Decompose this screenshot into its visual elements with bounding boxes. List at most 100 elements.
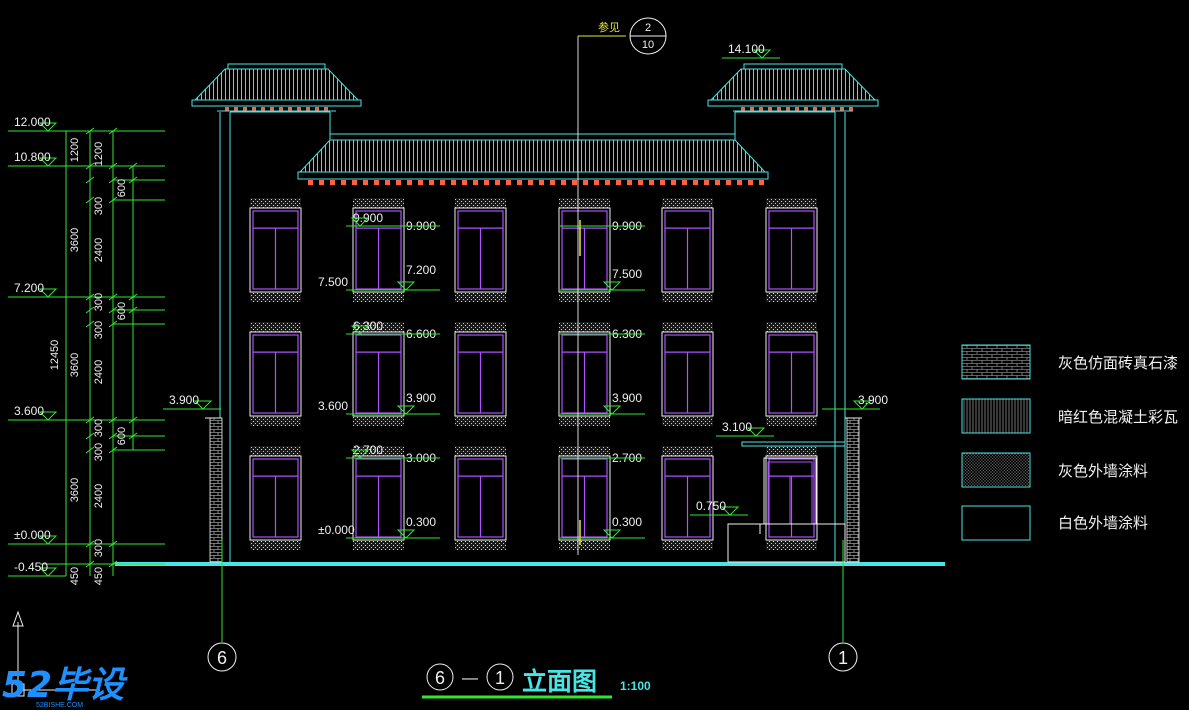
legend-label-1: 灰色仿面砖真石漆 bbox=[1058, 354, 1178, 372]
legend-swatch-plain bbox=[961, 505, 1031, 541]
dim-col3-3: 600 bbox=[116, 427, 128, 445]
wl-d: 3.900 bbox=[406, 391, 436, 405]
entrance-step-level: 0.750 bbox=[690, 499, 748, 516]
left-side-level-text: 3.900 bbox=[169, 393, 199, 407]
ground-line bbox=[115, 562, 945, 566]
window-1-2 bbox=[352, 198, 405, 302]
window-1-5 bbox=[661, 198, 714, 302]
window-1-3 bbox=[454, 198, 507, 302]
drawing-title: 6 — 1 立面图 1:100 bbox=[422, 663, 651, 699]
window-3-5 bbox=[661, 446, 714, 550]
legend-label-4: 白色外墙涂料 bbox=[1058, 514, 1148, 532]
dim-col1-2: 3600 bbox=[69, 228, 81, 252]
reference-sheet-total: 10 bbox=[642, 39, 654, 51]
window-1-6 bbox=[765, 198, 818, 302]
axis-label-left: 6 bbox=[217, 648, 227, 668]
roof-level-mark: 14.100 bbox=[722, 42, 780, 59]
level-marks: 12.000 10.800 7.200 3.600 ±0.000 -0.450 14.100… bbox=[8, 42, 888, 577]
axis-marker-left: 6 bbox=[207, 540, 237, 672]
window-2-1 bbox=[249, 322, 302, 426]
building-elevation bbox=[115, 63, 945, 566]
wl-d: 0.300 bbox=[406, 515, 436, 529]
title-from-axis: 6 bbox=[435, 668, 445, 688]
wl-d: 7.200 bbox=[406, 263, 436, 277]
axis-marker-right: 1 bbox=[828, 540, 858, 672]
entrance-canopy-level: 3.100 bbox=[716, 420, 774, 437]
window-3-3 bbox=[454, 446, 507, 550]
wl-c: 3.600 bbox=[318, 399, 348, 413]
left-level-5-text: ±0.000 bbox=[14, 528, 51, 542]
dim-col2-10: 300 bbox=[93, 539, 105, 557]
dim-col1-6: 450 bbox=[69, 567, 81, 585]
dim-col1-5: 3600 bbox=[69, 478, 81, 502]
legend-swatch-brick bbox=[961, 344, 1031, 380]
title-name: 立面图 bbox=[522, 667, 597, 696]
dim-col1-3: 12450 bbox=[49, 340, 61, 371]
right-side-level: 3.900 bbox=[822, 393, 888, 410]
title-dash: — bbox=[462, 670, 478, 687]
reference-label: 参见 bbox=[598, 20, 620, 34]
left-level-5: ±0.000 bbox=[8, 528, 66, 545]
window-3-1 bbox=[249, 446, 302, 550]
window-2-2 bbox=[352, 322, 405, 426]
dim-col2-4: 300 bbox=[93, 293, 105, 311]
axis-label-right: 1 bbox=[838, 648, 848, 668]
left-level-3-text: 7.200 bbox=[14, 281, 44, 295]
ucs-icon bbox=[11, 610, 100, 697]
title-to-axis: 1 bbox=[495, 668, 505, 688]
right-brick-column bbox=[846, 417, 860, 563]
entrance-canopy-level-text: 3.100 bbox=[722, 420, 752, 434]
wr-b: 7.500 bbox=[612, 267, 642, 281]
left-brick-column bbox=[209, 417, 223, 563]
dim-col1-1: 1200 bbox=[69, 138, 81, 162]
dimension-lines: 1200 3600 12450 3600 3600 450 1200 300 2400 300 30… bbox=[40, 127, 165, 585]
dim-col1-4: 3600 bbox=[69, 353, 81, 377]
window-2-5 bbox=[661, 322, 714, 426]
right-tower-roof bbox=[707, 63, 879, 112]
wl-c: ±0.000 bbox=[318, 523, 355, 537]
dim-col2-3: 2400 bbox=[93, 238, 105, 262]
dim-col3-1: 600 bbox=[116, 179, 128, 197]
watermark-sub: 52BISHE.COM bbox=[36, 702, 83, 709]
left-level-1-text: 12.000 bbox=[14, 115, 51, 129]
dim-col2-7: 300 bbox=[93, 419, 105, 437]
left-tower-roof bbox=[191, 63, 362, 112]
window-2-6 bbox=[765, 322, 818, 426]
dim-col2-9: 2400 bbox=[93, 484, 105, 508]
dim-col2-1: 1200 bbox=[93, 142, 105, 166]
watermark-logo: 52毕设 52BISHE.COM bbox=[2, 665, 128, 709]
window-1-4 bbox=[558, 198, 611, 302]
dim-col2-8: 300 bbox=[93, 443, 105, 461]
left-level-2-text: 10.800 bbox=[14, 150, 51, 164]
left-level-2: 10.800 bbox=[8, 150, 66, 167]
main-roof bbox=[230, 111, 835, 185]
left-side-level: 3.900 bbox=[163, 393, 221, 410]
wr-b: 3.900 bbox=[612, 391, 642, 405]
title-scale: 1:100 bbox=[620, 679, 651, 693]
window-2-4 bbox=[558, 322, 611, 426]
right-side-level-text: 3.900 bbox=[858, 393, 888, 407]
left-level-6: -0.450 bbox=[8, 560, 66, 577]
wl-c: 7.500 bbox=[318, 275, 348, 289]
dim-col2-11: 450 bbox=[93, 567, 105, 585]
dim-col2-2: 300 bbox=[93, 197, 105, 215]
left-level-4-text: 3.600 bbox=[14, 404, 44, 418]
reference-callout: 参见 2 10 bbox=[577, 17, 667, 555]
watermark-text: 52毕设 bbox=[2, 665, 128, 706]
window-1-1 bbox=[249, 198, 302, 302]
legend-label-3: 灰色外墙涂料 bbox=[1058, 462, 1148, 480]
window-3-4 bbox=[558, 446, 611, 550]
entrance bbox=[727, 441, 846, 563]
legend-swatch-dots bbox=[961, 452, 1031, 488]
dim-col3-2: 600 bbox=[116, 302, 128, 320]
left-level-1: 12.000 bbox=[8, 115, 66, 132]
material-legend: 灰色仿面砖真石漆 暗红色混凝土彩瓦 灰色外墙涂料 白色外墙涂料 bbox=[961, 344, 1178, 541]
legend-label-2: 暗红色混凝土彩瓦 bbox=[1058, 408, 1178, 426]
